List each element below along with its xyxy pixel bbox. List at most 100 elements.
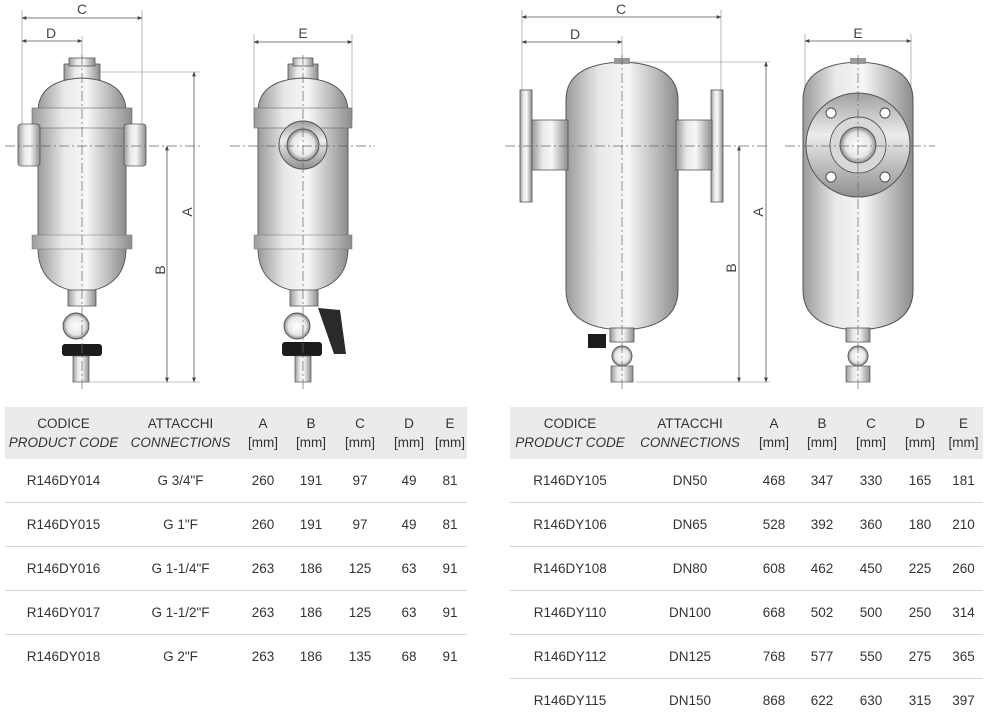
column-header: C[mm] [335, 407, 385, 459]
header-line-2: CONNECTIONS [630, 433, 750, 452]
table-cell: 314 [944, 591, 983, 635]
table-cell: 550 [846, 635, 896, 679]
table-cell: 360 [846, 503, 896, 547]
header-line-2: [mm] [750, 433, 798, 452]
table-cell: DN100 [630, 591, 750, 635]
table-cell: 260 [944, 547, 983, 591]
header-line-1: C [846, 414, 896, 433]
table-cell: 630 [846, 679, 896, 722]
table-cell: 68 [385, 635, 433, 679]
table-cell: 668 [750, 591, 798, 635]
table-cell: 135 [335, 635, 385, 679]
header-line-1: E [944, 414, 983, 433]
table-cell: 263 [239, 547, 287, 591]
dimension-a-label-large: A [750, 207, 766, 217]
small-separator-front-view: C D A B [5, 1, 200, 390]
header-line-1: B [798, 414, 846, 433]
table-cell: 577 [798, 635, 846, 679]
table-cell: 768 [750, 635, 798, 679]
header-line-2: [mm] [433, 433, 467, 452]
table-cell: 125 [335, 547, 385, 591]
header-line-2: [mm] [896, 433, 944, 452]
table-cell: 125 [335, 591, 385, 635]
table-cell: 263 [239, 591, 287, 635]
table-cell: G 1-1/2"F [122, 591, 239, 635]
table-cell: 186 [287, 547, 335, 591]
header-line-1: D [896, 414, 944, 433]
table-cell: 210 [944, 503, 983, 547]
header-line-1: C [335, 414, 385, 433]
table-cell: 502 [798, 591, 846, 635]
table-cell: 181 [944, 459, 983, 503]
column-header: B[mm] [798, 407, 846, 459]
table-cell: G 3/4"F [122, 459, 239, 503]
table-cell: G 1"F [122, 503, 239, 547]
column-header: A[mm] [239, 407, 287, 459]
table-cell: R146DY106 [510, 503, 630, 547]
table-cell: 49 [385, 459, 433, 503]
table-cell: R146DY112 [510, 635, 630, 679]
header-line-2: [mm] [944, 433, 983, 452]
table-cell: R146DY110 [510, 591, 630, 635]
table-cell: 500 [846, 591, 896, 635]
column-header: D[mm] [896, 407, 944, 459]
table-cell: 63 [385, 547, 433, 591]
table-cell: R146DY108 [510, 547, 630, 591]
table-cell: 91 [433, 591, 467, 635]
table-cell: 91 [433, 635, 467, 679]
header-line-1: E [433, 414, 467, 433]
header-line-2: CONNECTIONS [122, 433, 239, 452]
table-cell: 263 [239, 635, 287, 679]
header-line-1: B [287, 414, 335, 433]
table-cell: 180 [896, 503, 944, 547]
column-header: E[mm] [433, 407, 467, 459]
column-header: D[mm] [385, 407, 433, 459]
table-cell: DN65 [630, 503, 750, 547]
dimension-c-label-large: C [616, 1, 626, 17]
table-cell: 462 [798, 547, 846, 591]
table-cell: 365 [944, 635, 983, 679]
table-cell: 397 [944, 679, 983, 722]
table-cell: 608 [750, 547, 798, 591]
table-cell: 260 [239, 503, 287, 547]
dimension-c-label: C [77, 1, 87, 17]
table-cell: 468 [750, 459, 798, 503]
header-line-2: [mm] [239, 433, 287, 452]
table-cell: 165 [896, 459, 944, 503]
table-cell: 97 [335, 459, 385, 503]
table-cell: 347 [798, 459, 846, 503]
large-separator-front-view: C D A B [505, 1, 770, 390]
table-cell: R146DY016 [5, 547, 122, 591]
dimension-d-label: D [46, 25, 56, 41]
table-cell: 49 [385, 503, 433, 547]
column-header: E[mm] [944, 407, 983, 459]
header-line-2: [mm] [798, 433, 846, 452]
dimension-d-label-large: D [570, 26, 580, 42]
table-cell: 315 [896, 679, 944, 722]
header-line-1: ATTACCHI [122, 414, 239, 433]
header-line-2: [mm] [846, 433, 896, 452]
column-header: C[mm] [846, 407, 896, 459]
dimension-b-label-large: B [723, 263, 739, 272]
header-line-2: PRODUCT CODE [5, 433, 122, 452]
table-cell: G 2"F [122, 635, 239, 679]
header-line-2: [mm] [385, 433, 433, 452]
dimension-e-label: E [298, 25, 307, 41]
dimension-a-label: A [179, 207, 195, 217]
dimension-e-label-large: E [853, 25, 862, 41]
table-cell: 260 [239, 459, 287, 503]
header-line-1: CODICE [5, 414, 122, 433]
